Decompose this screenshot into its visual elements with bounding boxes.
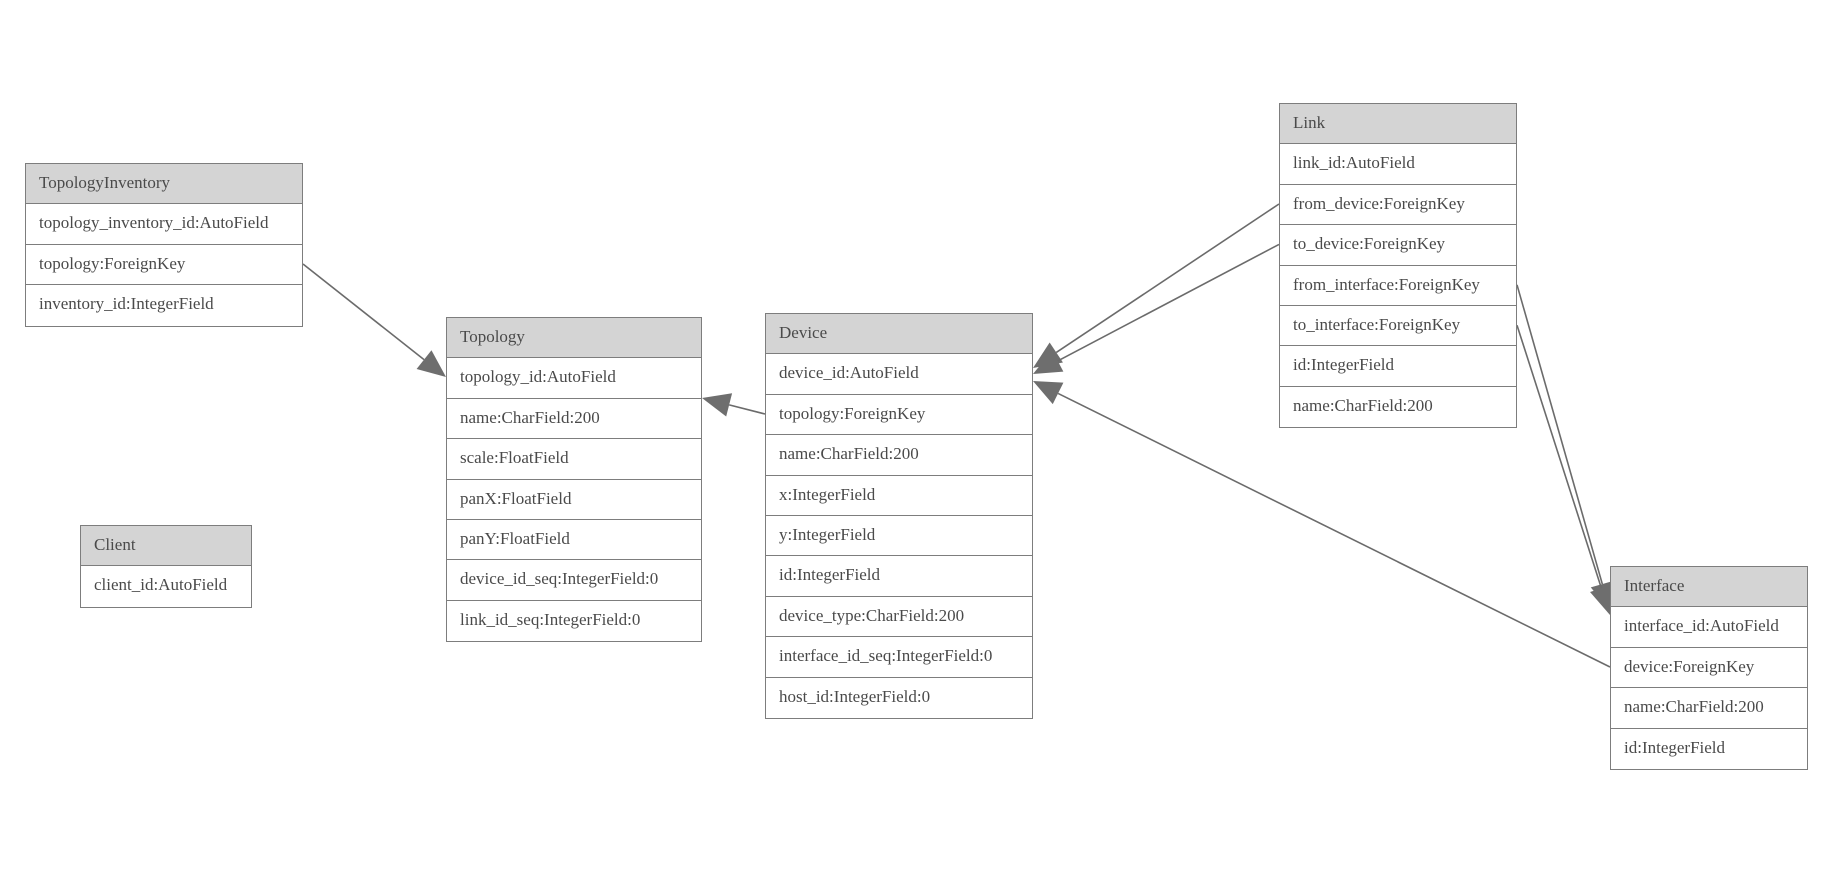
field-row-client_id: client_id:AutoField	[81, 566, 251, 607]
field-row-y: y:IntegerField	[766, 515, 1032, 557]
field-row-to_interface: to_interface:ForeignKey	[1280, 305, 1516, 347]
entity-title-interface: Interface	[1611, 567, 1807, 608]
field-row-to_device: to_device:ForeignKey	[1280, 225, 1516, 266]
arrowhead-icon-interface-device	[1033, 381, 1064, 405]
field-row-device_id: device_id:AutoField	[766, 354, 1032, 395]
field-row-inventory_id: inventory_id:IntegerField	[26, 285, 302, 326]
field-row-interface_id_seq: interface_id_seq:IntegerField:0	[766, 637, 1032, 678]
field-row-scale: scale:FloatField	[447, 439, 701, 480]
edge-topologyinventory-topology	[302, 263, 425, 361]
field-row-name: name:CharField:200	[1280, 386, 1516, 428]
entity-title-topologyinventory: TopologyInventory	[26, 164, 302, 205]
edge-interface-device	[1057, 392, 1611, 668]
field-row-panX: panX:FloatField	[447, 479, 701, 520]
edge-device-topology	[728, 404, 766, 415]
field-row-device_id_seq: device_id_seq:IntegerField:0	[447, 560, 701, 601]
entity-title-topology: Topology	[447, 318, 701, 359]
edge-link-from-device	[1055, 203, 1280, 354]
field-row-name: name:CharField:200	[1611, 688, 1807, 729]
field-row-interface_id: interface_id:AutoField	[1611, 607, 1807, 648]
field-row-link_id: link_id:AutoField	[1280, 144, 1516, 185]
field-row-topology: topology:ForeignKey	[26, 244, 302, 286]
arrowhead-icon-device-topology	[702, 393, 733, 417]
field-row-host_id: host_id:IntegerField:0	[766, 677, 1032, 718]
field-row-panY: panY:FloatField	[447, 519, 701, 561]
field-row-link_id_seq: link_id_seq:IntegerField:0	[447, 600, 701, 642]
field-row-device_type: device_type:CharField:200	[766, 596, 1032, 638]
field-row-x: x:IntegerField	[766, 475, 1032, 516]
field-row-topology_inventory_id: topology_inventory_id:AutoField	[26, 204, 302, 245]
field-row-id: id:IntegerField	[766, 556, 1032, 597]
field-row-id: id:IntegerField	[1280, 346, 1516, 387]
entity-title-link: Link	[1280, 104, 1516, 145]
field-row-from_interface: from_interface:ForeignKey	[1280, 265, 1516, 306]
field-row-device: device:ForeignKey	[1611, 647, 1807, 689]
edge-link-to-interface	[1516, 324, 1603, 589]
field-row-name: name:CharField:200	[766, 435, 1032, 476]
arrowhead-icon-topologyinventory-topology	[416, 350, 446, 377]
entity-title-device: Device	[766, 314, 1032, 355]
field-row-id: id:IntegerField	[1611, 728, 1807, 769]
field-row-name: name:CharField:200	[447, 398, 701, 440]
field-row-topology_id: topology_id:AutoField	[447, 358, 701, 399]
field-row-from_device: from_device:ForeignKey	[1280, 184, 1516, 226]
entity-title-client: Client	[81, 526, 251, 567]
arrowhead-icon-link-to-interface	[1590, 584, 1613, 615]
field-row-topology: topology:ForeignKey	[766, 394, 1032, 436]
arrowhead-icon-link-to-device	[1033, 350, 1064, 374]
edge-link-to-device	[1057, 243, 1280, 362]
edge-link-from-interface	[1516, 284, 1604, 585]
